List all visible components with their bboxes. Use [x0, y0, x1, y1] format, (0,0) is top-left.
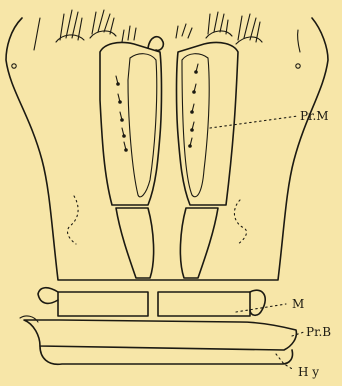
- label-pr-b: Pr.B: [306, 325, 331, 339]
- right-corner-bristle: [298, 30, 300, 52]
- right-premandible: [177, 42, 239, 205]
- mentum-left-plate: [58, 292, 148, 316]
- left-corner-pore: [12, 64, 16, 68]
- mentum-right-hook: [250, 290, 265, 315]
- right-corner-pore: [296, 64, 300, 68]
- right-labial-plate: [180, 208, 218, 278]
- top-bristle-tufts: [56, 10, 262, 44]
- leader-pr-b: [292, 332, 304, 336]
- mentum-left-hook: [38, 288, 58, 304]
- left-side-mark: [68, 196, 79, 244]
- left-lobe-setae: [116, 76, 128, 152]
- left-premandible: [100, 42, 162, 205]
- hypopharynx-lip: [20, 316, 38, 322]
- right-inner-lobe: [182, 54, 209, 197]
- left-labial-plate: [116, 208, 154, 278]
- head-capsule-outline: [6, 18, 328, 280]
- leader-pr-m: [210, 116, 298, 128]
- left-inner-lobe: [128, 54, 157, 197]
- prebasal-bar: [24, 320, 296, 350]
- left-corner-bristle: [34, 18, 40, 50]
- right-lobe-setae: [188, 64, 198, 148]
- leader-hy: [276, 354, 294, 370]
- label-hy: H y: [298, 365, 319, 379]
- label-pr-m: Pr.M: [300, 109, 329, 123]
- label-m: M: [292, 297, 304, 311]
- right-side-mark: [234, 200, 246, 244]
